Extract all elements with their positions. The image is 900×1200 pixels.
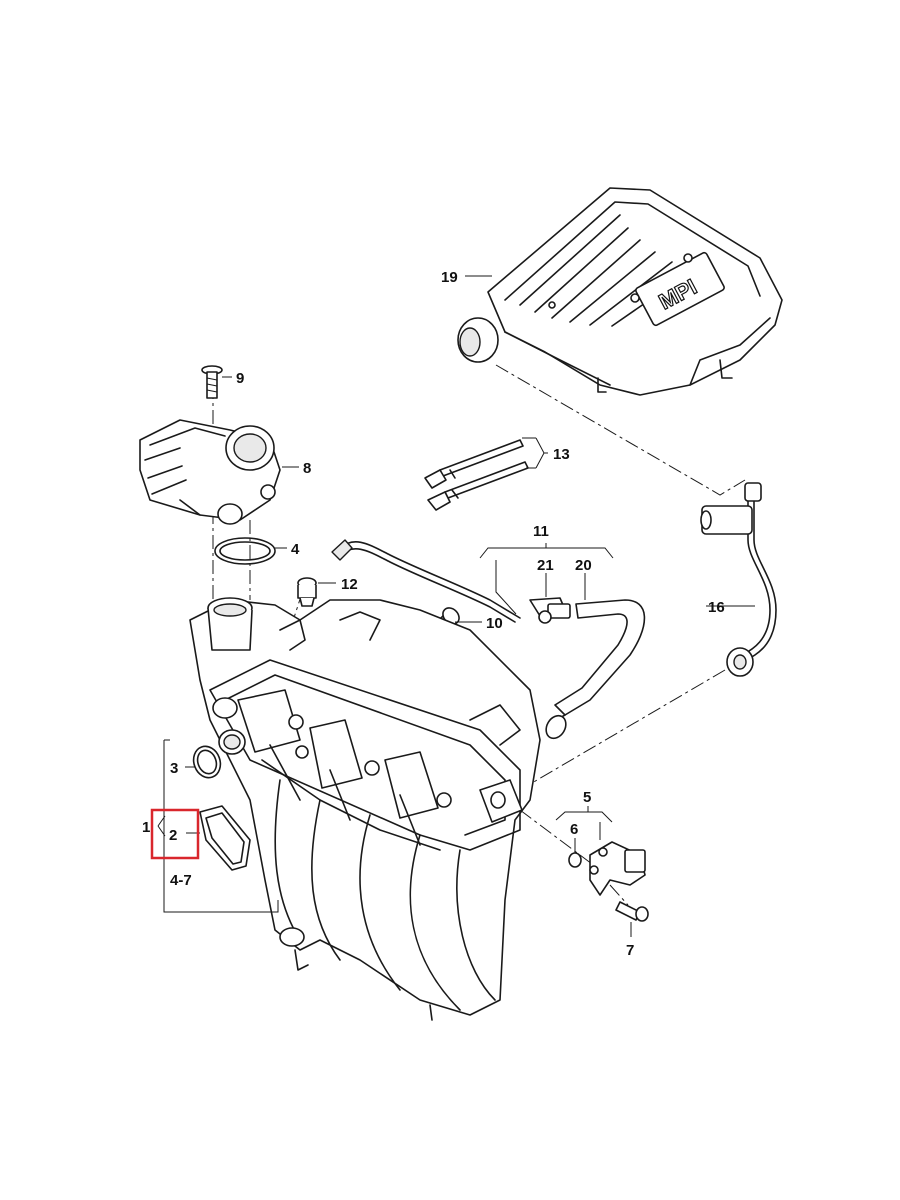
callout-12: 12 xyxy=(341,576,358,593)
callout-1: 1 xyxy=(142,819,150,836)
vacuum-hose[interactable] xyxy=(700,482,777,677)
mpi-plate xyxy=(635,251,725,327)
leader-lines xyxy=(157,275,755,937)
manifold-seal-ring[interactable] xyxy=(189,743,224,782)
cable-ties[interactable] xyxy=(424,439,529,511)
sensor-bolt[interactable] xyxy=(615,901,649,922)
callout-8: 8 xyxy=(303,460,311,477)
callout-2-highlight xyxy=(150,808,200,860)
callout-21: 21 xyxy=(537,557,554,574)
throttle-seal-ring[interactable] xyxy=(214,537,276,565)
throttle-bolt[interactable] xyxy=(201,365,223,399)
callout-4: 4 xyxy=(291,541,300,558)
callout-4-7: 4-7 xyxy=(170,872,192,889)
engine-cover[interactable]: MPI xyxy=(457,187,783,396)
callout-13: 13 xyxy=(553,446,570,463)
callout-9: 9 xyxy=(236,370,244,387)
callout-16: 16 xyxy=(708,599,725,616)
pressure-sensor[interactable] xyxy=(529,597,571,624)
callout-20: 20 xyxy=(575,557,592,574)
callout-10: 10 xyxy=(486,615,503,632)
manifold-gasket[interactable] xyxy=(199,805,251,871)
intake-sensor[interactable] xyxy=(589,841,646,896)
callout-19: 19 xyxy=(441,269,458,286)
breather-hose[interactable] xyxy=(542,599,646,742)
callout-3: 3 xyxy=(170,760,178,777)
callout-6: 6 xyxy=(570,821,578,838)
sensor-seal-ring[interactable] xyxy=(568,852,582,868)
callout-11: 11 xyxy=(533,523,549,540)
callout-7: 7 xyxy=(626,942,634,959)
intake-manifold[interactable] xyxy=(189,597,541,1021)
callout-2: 2 xyxy=(169,827,177,844)
callout-5: 5 xyxy=(583,789,591,806)
callout-labels: 9 8 4 12 10 19 13 11 21 20 16 3 1 2 4-7 … xyxy=(142,269,725,959)
vacuum-line[interactable] xyxy=(331,539,521,623)
manifold-nut[interactable] xyxy=(297,577,317,607)
throttle-body[interactable] xyxy=(139,419,281,525)
